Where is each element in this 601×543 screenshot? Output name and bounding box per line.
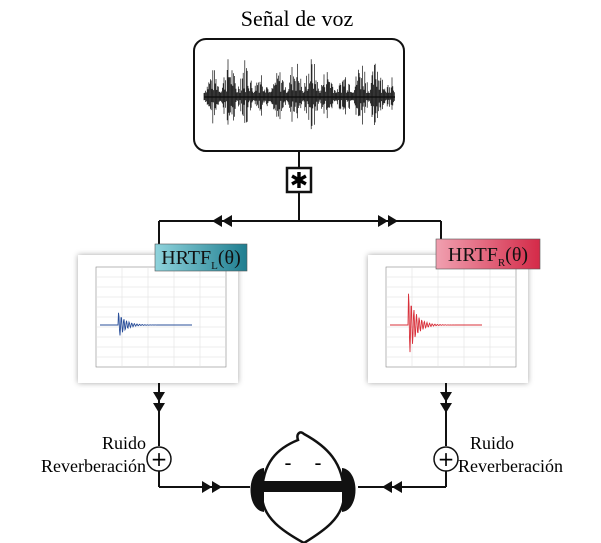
right-noise-label-1: Ruido (470, 433, 514, 453)
right-left-arrow-icon (382, 481, 402, 493)
left-hrtf-label: HRTFL(θ) (161, 247, 241, 272)
right-hrtf-label: HRTFR(θ) (448, 244, 528, 269)
right-down-arrow-icon (440, 392, 452, 413)
speech-waveform (203, 59, 395, 130)
left-hrtf-label-bg (154, 243, 248, 272)
right-noise-label-2: Reverberación (458, 456, 563, 476)
listener-head-icon: - - (250, 431, 356, 543)
right-hrtf-plot (385, 266, 517, 368)
right-double-arrow-icon (378, 215, 398, 227)
convolution-symbol: ✱ (290, 169, 308, 194)
right-sum-symbol: + (438, 447, 455, 471)
impulse-response-trace (390, 293, 482, 353)
impulse-response-trace (100, 312, 192, 336)
headphone-band (262, 481, 344, 492)
left-sum-symbol: + (151, 447, 168, 471)
right-hrtf-label-bg (435, 238, 541, 270)
left-hrtf-panel (78, 255, 238, 383)
left-hrtf-plot (95, 266, 227, 368)
right-earcup (342, 468, 356, 512)
right-hrtf-panel (368, 255, 528, 383)
convolution-box (285, 166, 313, 194)
head-eye-right: - (314, 451, 321, 475)
left-earcup (250, 468, 264, 512)
left-double-arrow-icon (212, 215, 232, 227)
left-noise-label-2: Reverberación (41, 456, 146, 476)
left-right-arrow-icon (202, 481, 222, 493)
left-noise-label-1: Ruido (102, 433, 146, 453)
left-down-arrow-icon (153, 392, 165, 413)
title: Señal de voz (241, 6, 354, 31)
head-eye-left: - (284, 451, 291, 475)
